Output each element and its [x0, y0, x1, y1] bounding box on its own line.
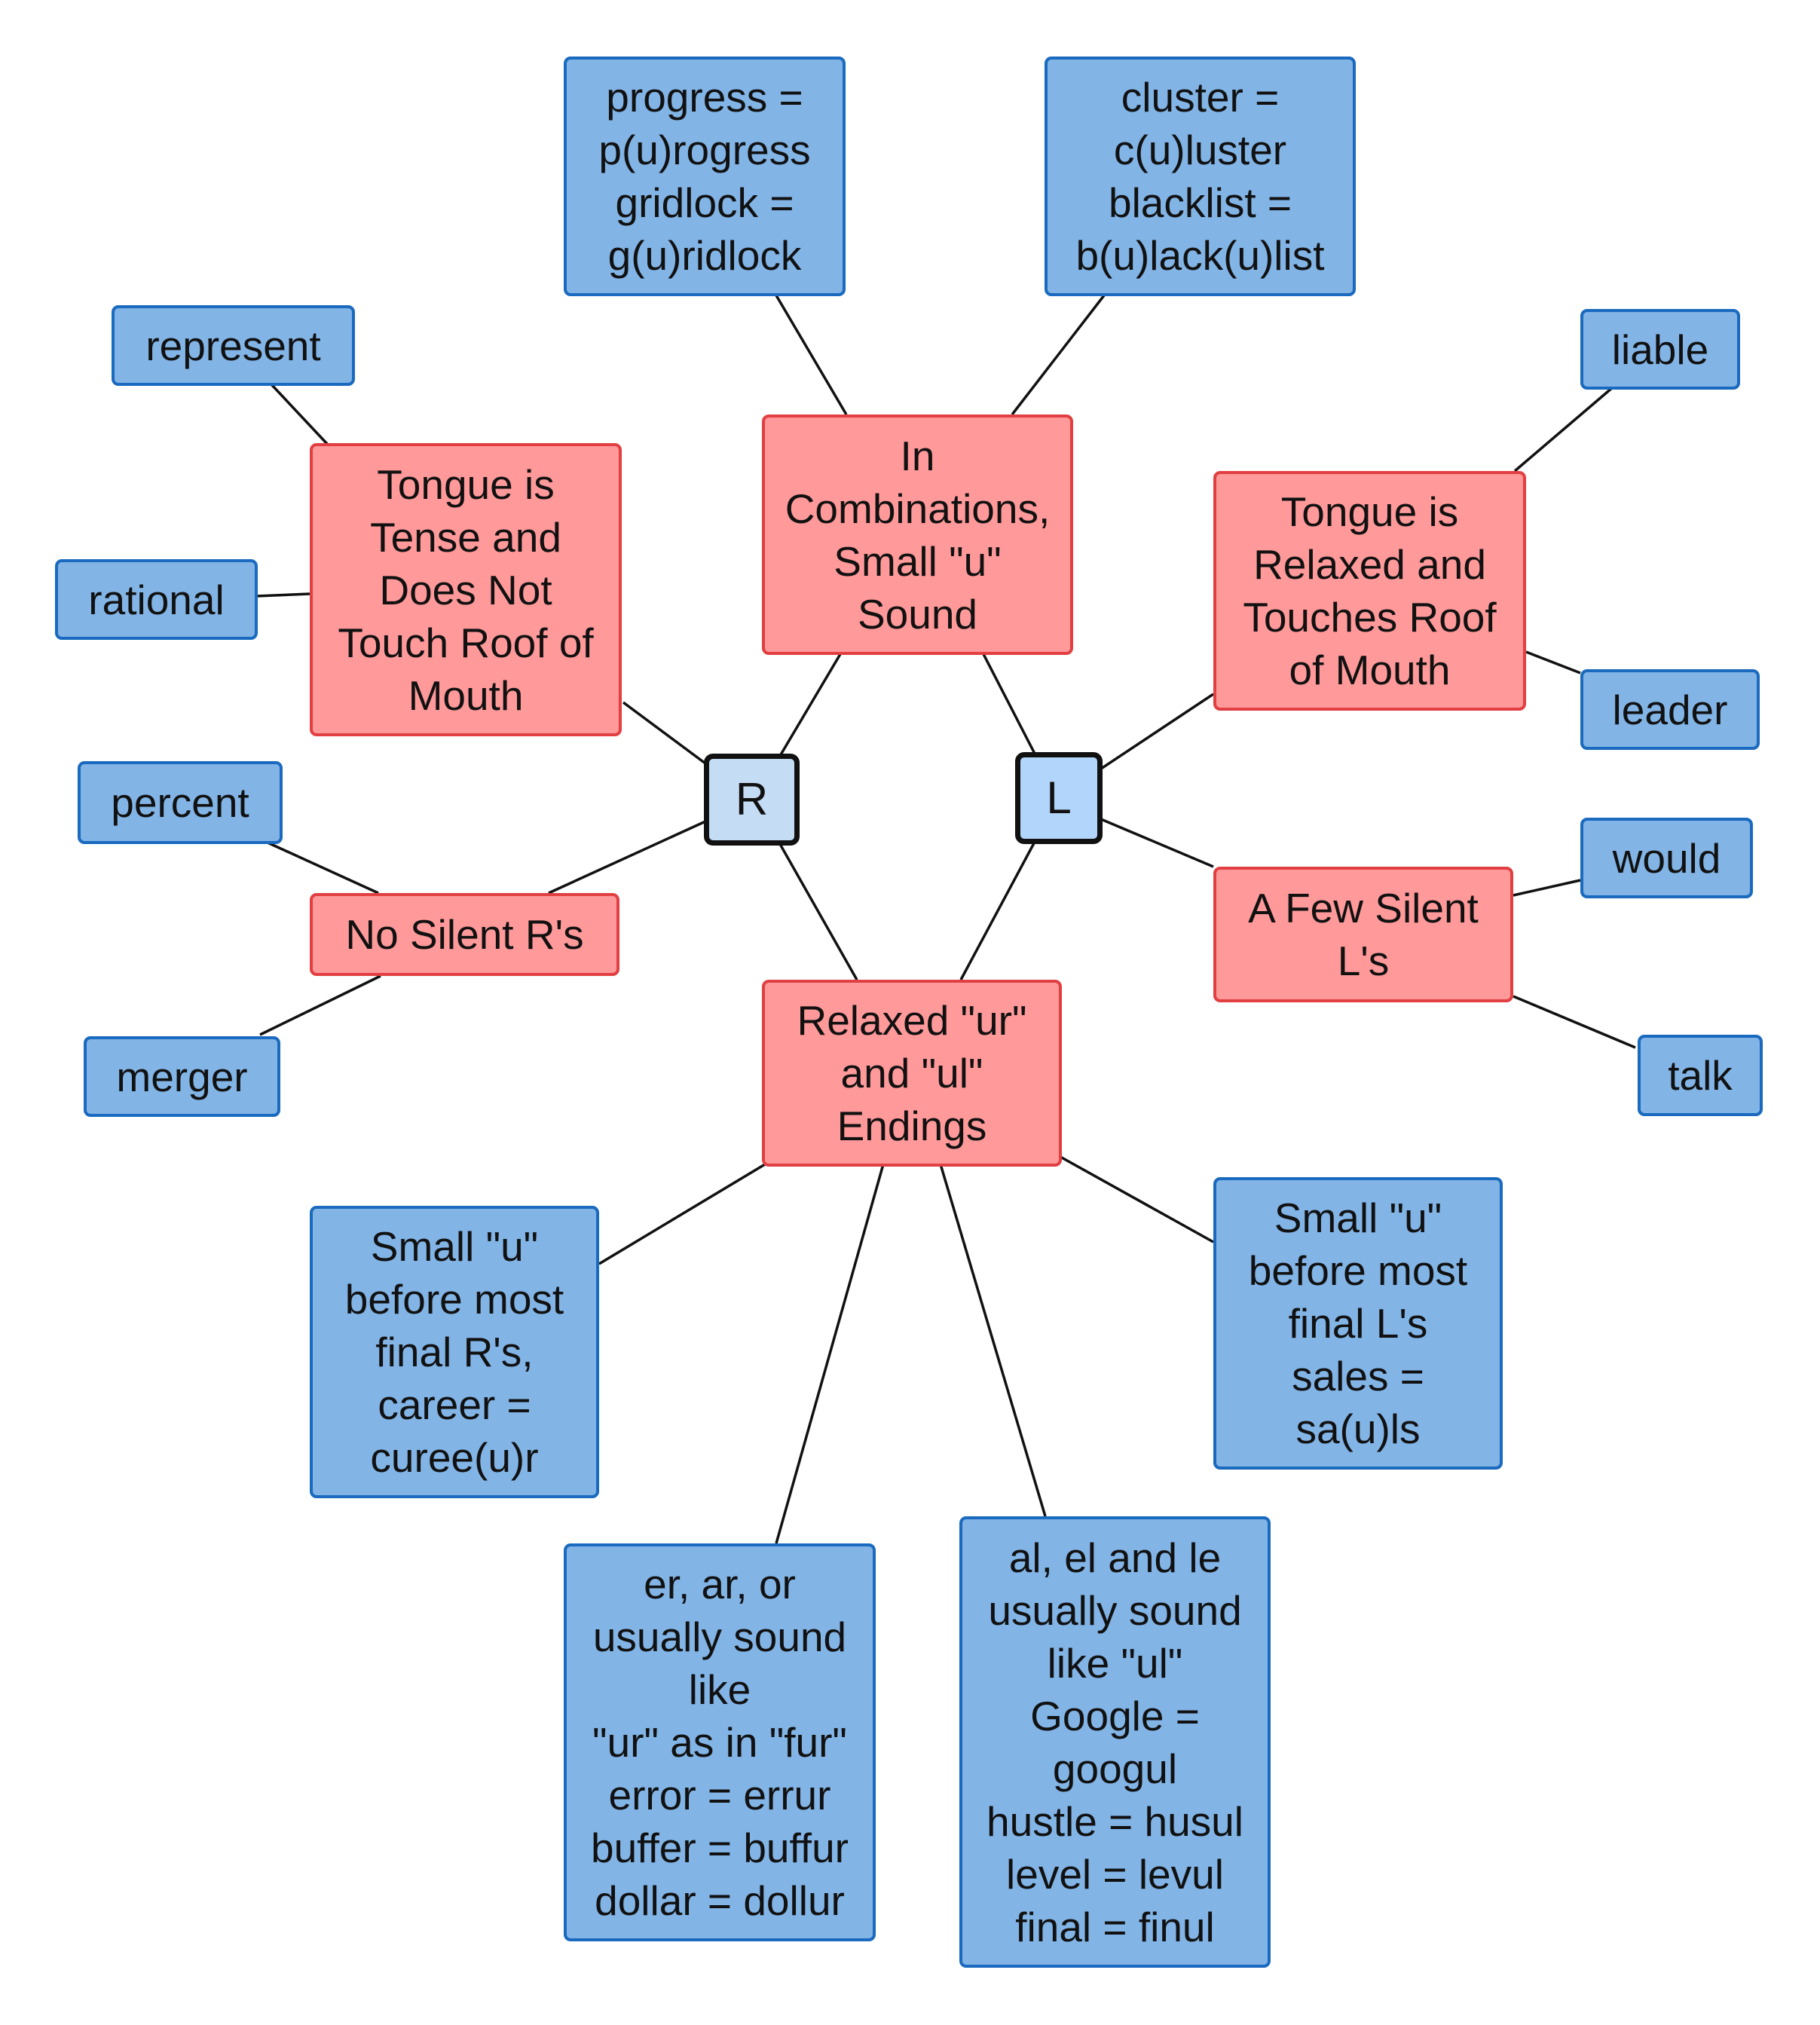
link-nosilent-percent [267, 841, 379, 895]
example-percent[interactable]: percent [78, 761, 283, 844]
link-tense-rational [255, 592, 310, 598]
link-fewsilent-talk [1513, 995, 1636, 1049]
link-nosilent-r [548, 820, 706, 895]
topic-tense[interactable]: Tongue is Tense and Does Not Touch Roof … [310, 443, 622, 736]
example-represent[interactable]: represent [112, 305, 355, 386]
example-al-el-le[interactable]: al, el and le usually sound like "ul" Go… [959, 1516, 1271, 1968]
link-fewsilent-would [1513, 879, 1581, 897]
hub-r[interactable]: R [704, 754, 800, 846]
example-liable[interactable]: liable [1580, 309, 1740, 390]
example-would[interactable]: would [1580, 818, 1753, 898]
example-final-l[interactable]: Small "u" before most final L's sales = … [1213, 1177, 1503, 1470]
link-endings-l [959, 841, 1036, 980]
link-endings-final-r [598, 1163, 766, 1265]
example-leader[interactable]: leader [1580, 669, 1760, 750]
link-endings-er-ar-or [775, 1164, 885, 1544]
hub-l[interactable]: L [1015, 752, 1103, 844]
link-endings-al-el-le [939, 1164, 1047, 1517]
link-relaxed-l [1100, 693, 1214, 770]
link-relaxed-liable [1513, 386, 1614, 473]
link-combinations-l [982, 653, 1036, 754]
link-endings-final-l [1060, 1155, 1214, 1243]
example-merger[interactable]: merger [84, 1036, 280, 1117]
link-tense-represent [270, 383, 329, 446]
example-cluster[interactable]: cluster = c(u)luster blacklist = b(u)lac… [1045, 57, 1356, 296]
topic-combinations[interactable]: In Combinations, Small "u" Sound [762, 414, 1073, 655]
example-progress[interactable]: progress = p(u)rogress gridlock = g(u)ri… [564, 57, 846, 296]
link-fewsilent-l [1100, 818, 1214, 868]
topic-relaxed[interactable]: Tongue is Relaxed and Touches Roof of Mo… [1213, 471, 1526, 711]
example-er-ar-or[interactable]: er, ar, or usually sound like "ur" as in… [564, 1543, 876, 1941]
link-nosilent-merger [259, 974, 381, 1036]
link-endings-r [778, 843, 858, 980]
link-relaxed-leader [1525, 650, 1581, 674]
example-rational[interactable]: rational [55, 559, 258, 640]
topic-few-silent-l[interactable]: A Few Silent L's [1213, 867, 1513, 1002]
example-talk[interactable]: talk [1638, 1035, 1763, 1116]
link-combinations-progress [775, 295, 848, 415]
link-tense-r [622, 701, 707, 765]
example-final-r[interactable]: Small "u" before most final R's, career … [310, 1206, 599, 1498]
link-combinations-cluster [1011, 294, 1106, 416]
link-combinations-r [778, 653, 842, 757]
topic-no-silent-r[interactable]: No Silent R's [310, 893, 619, 976]
topic-endings[interactable]: Relaxed "ur" and "ul" Endings [762, 980, 1062, 1167]
